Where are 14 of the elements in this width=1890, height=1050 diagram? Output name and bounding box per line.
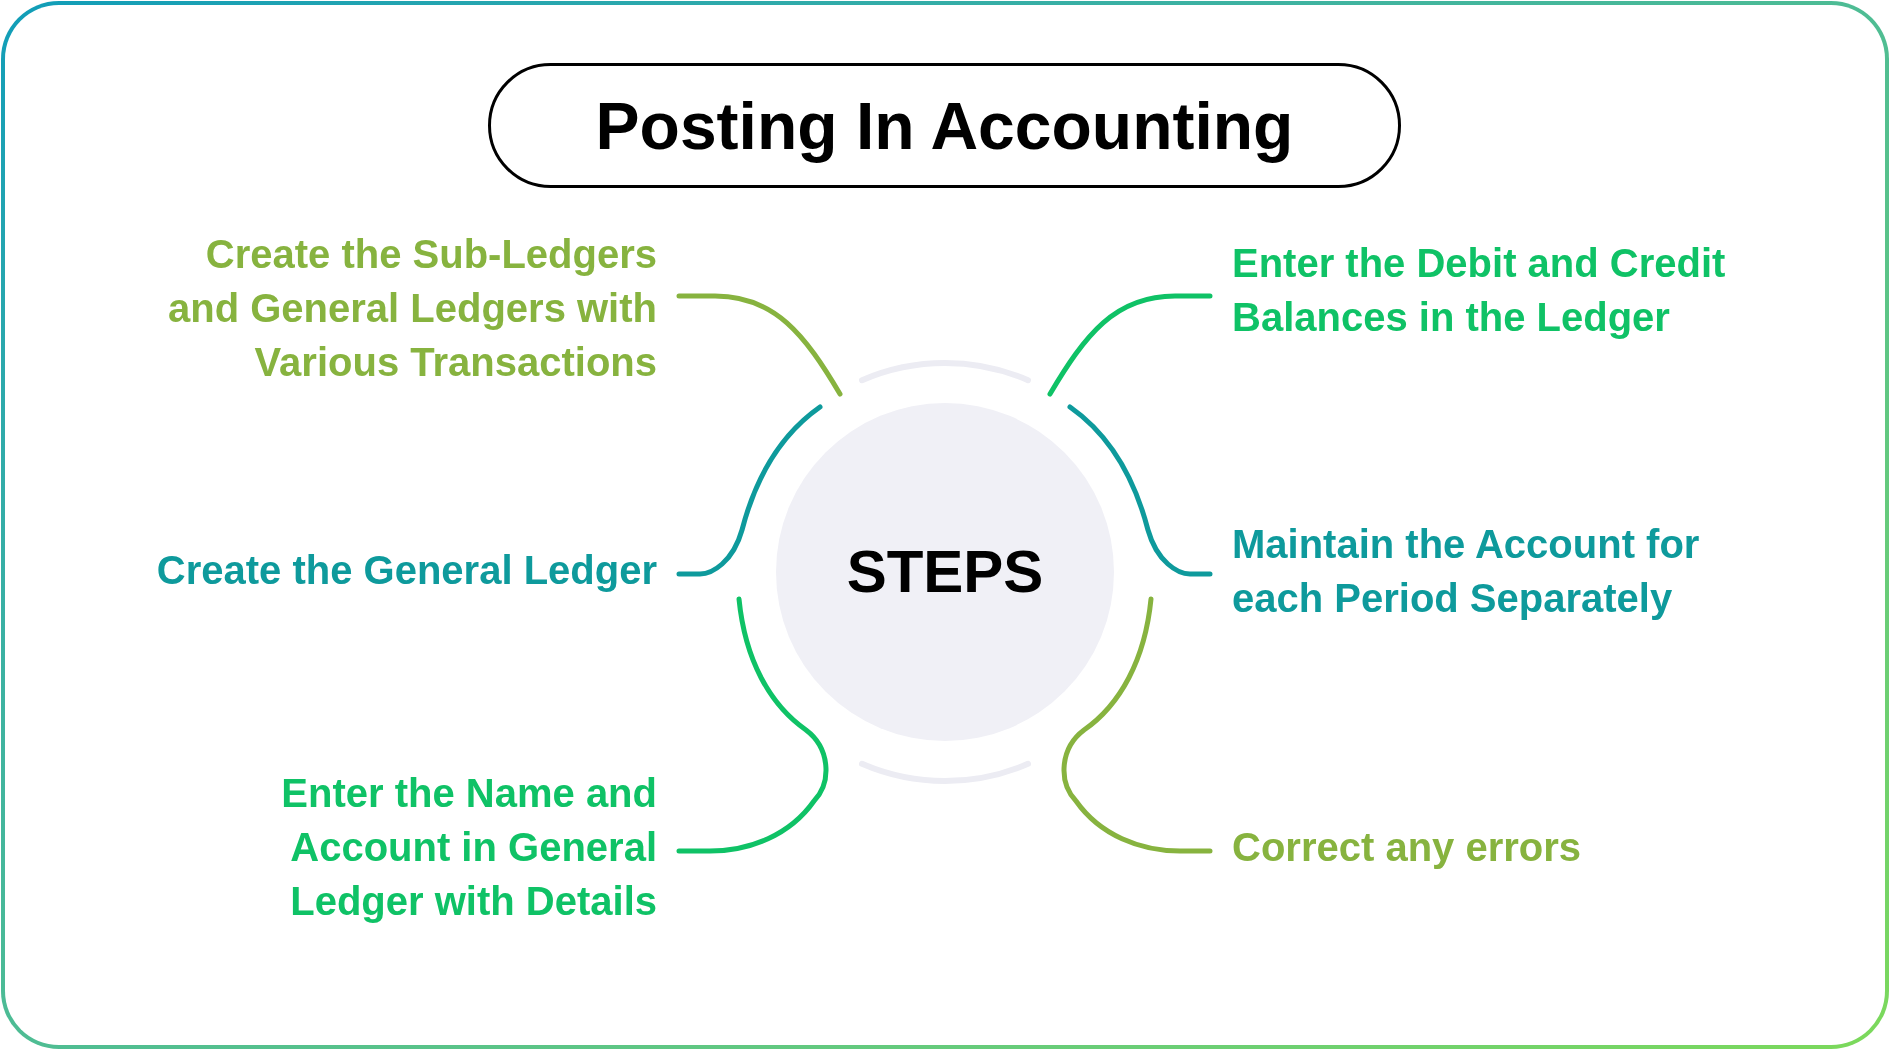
step-text: Correct any errors <box>1232 820 1732 874</box>
step-text: Create the Sub-Ledgers and General Ledgers with Various Transactions <box>147 227 657 389</box>
hub-label: STEPS <box>846 542 1044 602</box>
connector-curve <box>1047 293 1213 397</box>
title-banner: Posting In Accounting <box>488 63 1401 188</box>
step-text: Enter the Name and Account in General Ledger with Details <box>227 766 657 928</box>
step-text: Create the General Ledger <box>97 543 657 597</box>
step-text: Maintain the Account for each Period Separately <box>1232 517 1772 625</box>
connector-curve <box>1061 596 1213 854</box>
step-text: Enter the Debit and Credit Balances in the Ledger <box>1232 236 1792 344</box>
connector-curve <box>676 596 829 854</box>
connector-curve <box>676 293 843 397</box>
connector-curve <box>676 404 823 577</box>
connector-curve <box>1067 404 1213 577</box>
